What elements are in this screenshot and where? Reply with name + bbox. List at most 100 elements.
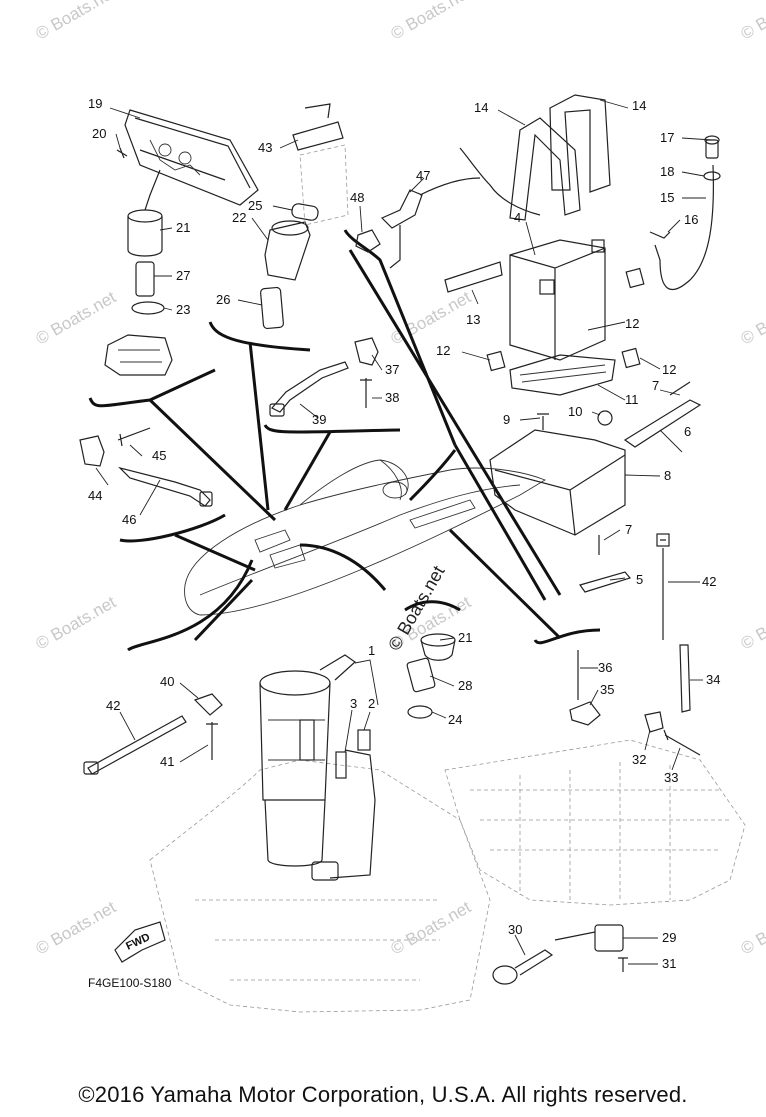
clip-part-23: [131, 301, 165, 315]
sleeve-part-27: [135, 261, 155, 297]
leader-lines: [95, 99, 713, 965]
callout-9: 9: [503, 412, 510, 427]
callout-16: 16: [684, 212, 698, 227]
holder-part-22: [264, 220, 311, 281]
rivet-part-41: [206, 722, 218, 760]
cover-part-43: [292, 103, 349, 226]
holder-part-40: [193, 693, 223, 716]
callout-39: 39: [312, 412, 326, 427]
callout-labels: 19 20 21 27 23 22 25 26 43 47 48 14 14 1…: [88, 96, 720, 971]
callout-20: 20: [92, 126, 106, 141]
watermark-layer: © Boats.net © Boats.net © Boats.net © Bo…: [33, 0, 766, 958]
bracket-part-48: [355, 229, 381, 253]
washer-part-18: [703, 171, 721, 181]
callout-24: 24: [448, 712, 462, 727]
plate-part-13: [444, 261, 503, 293]
callout-10: 10: [568, 404, 582, 419]
callout-11: 11: [625, 392, 639, 407]
fwd-label: FWD: [124, 931, 152, 952]
callout-36: 36: [598, 660, 612, 675]
watermark: © Boats.net: [738, 287, 766, 348]
callout-48: 48: [350, 190, 364, 205]
engine-bay-outline: [149, 739, 746, 1013]
callout-28: 28: [458, 678, 472, 693]
screw-part-20: [116, 147, 128, 159]
switch-part-29: [554, 924, 624, 952]
callout-21: 21: [176, 220, 190, 235]
fuel-pump-assembly-part-1: [259, 654, 376, 881]
callout-37: 37: [385, 362, 399, 377]
callout-21: 21: [458, 630, 472, 645]
rivet-part-45: [117, 427, 151, 447]
callout-30: 30: [508, 922, 522, 937]
callout-12: 12: [436, 343, 450, 358]
tie-part-42: [83, 533, 670, 775]
meter-assembly-part-19: [124, 109, 259, 211]
callout-22: 22: [232, 210, 246, 225]
callout-46: 46: [122, 512, 136, 527]
callout-27: 27: [176, 268, 190, 283]
callout-29: 29: [662, 930, 676, 945]
copyright-notice: ©2016 Yamaha Motor Corporation, U.S.A. A…: [78, 1082, 688, 1107]
connector-part-47: [380, 177, 481, 269]
pad-part-12: [486, 267, 645, 372]
callout-7: 7: [652, 378, 659, 393]
region-callout-lines: [88, 229, 601, 652]
watermark: © Boats.net: [33, 0, 120, 43]
callout-42: 42: [702, 574, 716, 589]
callout-25: 25: [248, 198, 262, 213]
callout-17: 17: [660, 130, 674, 145]
nut-part-10: [597, 410, 613, 426]
callout-13: 13: [466, 312, 480, 327]
gasket-part-3: [335, 751, 347, 779]
bolt-part-9: [537, 413, 549, 430]
callout-1: 1: [368, 643, 375, 658]
bracket-part-5: [579, 571, 632, 593]
callout-40: 40: [160, 674, 174, 689]
battery-box-part-8: [489, 429, 626, 536]
callout-18: 18: [660, 164, 674, 179]
callout-7: 7: [625, 522, 632, 537]
callout-6: 6: [684, 424, 691, 439]
bolt-part-7: [598, 381, 691, 555]
bracket-part-6: [623, 399, 702, 448]
switch-housing-part: [104, 334, 173, 376]
callout-26: 26: [216, 292, 230, 307]
callout-14: 14: [474, 100, 488, 115]
holder-part-32: [644, 711, 664, 733]
sleeve-part-26: [260, 286, 284, 330]
watermark: © Boats.net: [33, 287, 120, 348]
callout-15: 15: [660, 190, 674, 205]
rivet-part-33: [663, 729, 701, 756]
callout-35: 35: [600, 682, 614, 697]
callout-32: 32: [632, 752, 646, 767]
tray-part-11: [509, 354, 616, 396]
watermark: © Boats.net: [738, 0, 766, 43]
watermark: © Boats.net: [738, 592, 766, 653]
callout-2: 2: [368, 696, 375, 711]
callout-19: 19: [88, 96, 102, 111]
callout-4: 4: [514, 210, 521, 225]
callout-45: 45: [152, 448, 166, 463]
sensor-part-2: [357, 729, 371, 751]
fwd-arrow: [114, 921, 166, 963]
holder-part-37: [354, 337, 379, 366]
watermark: © Boats.net: [33, 897, 120, 958]
screw-part-31: [618, 957, 628, 972]
callout-5: 5: [636, 572, 643, 587]
holder-part-28: [406, 657, 436, 693]
tie-part-46: [118, 466, 213, 507]
watercraft-hull-outline: [184, 459, 547, 616]
terminal-part-16: [649, 231, 671, 239]
callout-33: 33: [664, 770, 678, 785]
callout-23: 23: [176, 302, 190, 317]
battery-part-4: [509, 239, 606, 361]
callout-38: 38: [385, 390, 399, 405]
callout-42: 42: [106, 698, 120, 713]
battery-band-part-14: [509, 94, 611, 221]
tie-part-34: [679, 644, 691, 713]
holder-part-21: [127, 209, 456, 661]
battery-cable-part-15: [459, 147, 714, 291]
holder-part-44: [79, 435, 105, 467]
